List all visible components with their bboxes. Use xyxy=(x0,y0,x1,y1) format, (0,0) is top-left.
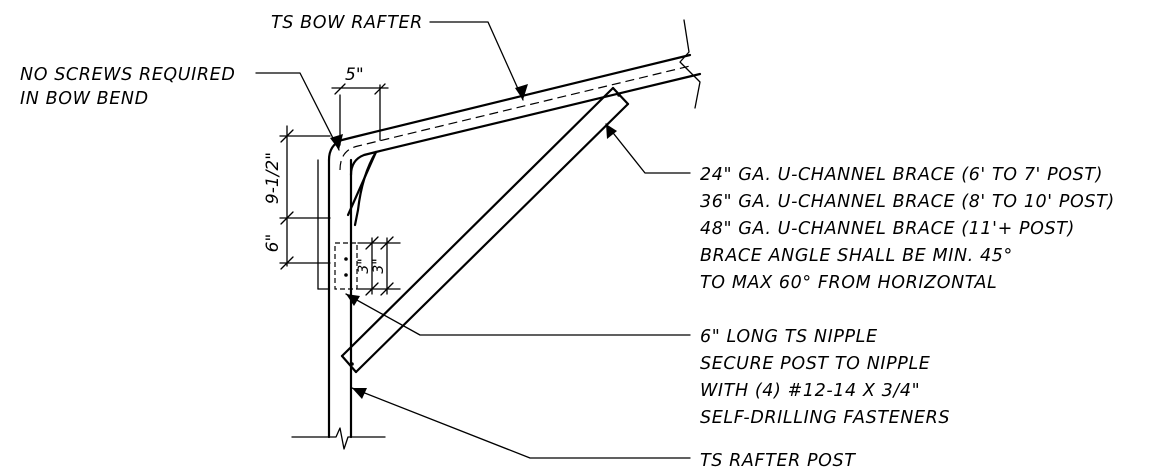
label-ts-bow-rafter: TS BOW RAFTER xyxy=(271,13,423,33)
dim-9-half-label: 9-1/2" xyxy=(263,152,283,204)
leader-bow-rafter xyxy=(429,21,528,101)
label-brace-line3: 48" GA. U-CHANNEL BRACE (11'+ POST) xyxy=(700,219,1075,239)
dim-6in-label: 6" xyxy=(263,234,283,253)
dim-screw-b: 3" xyxy=(371,258,387,273)
label-nipple-line1: 6" LONG TS NIPPLE xyxy=(700,327,878,347)
label-ts-rafter-post: TS RAFTER POST xyxy=(700,451,856,471)
dim-screw-a: 3" xyxy=(356,258,372,273)
leader-nipple xyxy=(345,293,691,336)
bend-gusset xyxy=(346,150,378,227)
leader-rafter-post xyxy=(351,387,691,459)
dim-5in-label: 5" xyxy=(345,65,364,85)
leader-brace xyxy=(605,123,691,174)
dimension-screw-spacing: 3" 3" xyxy=(356,236,401,296)
label-nipple-line4: SELF-DRILLING FASTENERS xyxy=(700,408,950,428)
dimension-9-half-in: 9-1/2" xyxy=(263,125,331,267)
label-no-screws-line2: IN BOW BEND xyxy=(20,89,149,109)
ts-nipple xyxy=(317,159,358,290)
u-channel-brace xyxy=(340,86,630,374)
rafter-post xyxy=(291,158,386,450)
label-brace-line5: TO MAX 60° FROM HORIZONTAL xyxy=(700,273,997,293)
label-no-screws-line1: NO SCREWS REQUIRED xyxy=(20,65,235,85)
label-brace-line2: 36" GA. U-CHANNEL BRACE (8' TO 10' POST) xyxy=(700,192,1115,212)
bow-rafter xyxy=(327,19,702,177)
label-brace-line4: BRACE ANGLE SHALL BE MIN. 45° xyxy=(700,246,1013,266)
leader-no-screws xyxy=(255,72,343,151)
dimension-6in: 6" xyxy=(263,234,331,270)
label-nipple-line3: WITH (4) #12-14 X 3/4" xyxy=(700,381,920,401)
label-brace-line1: 24" GA. U-CHANNEL BRACE (6' TO 7' POST) xyxy=(700,165,1103,185)
dimension-5in: 5" xyxy=(331,65,389,146)
label-nipple-line2: SECURE POST TO NIPPLE xyxy=(700,354,931,374)
